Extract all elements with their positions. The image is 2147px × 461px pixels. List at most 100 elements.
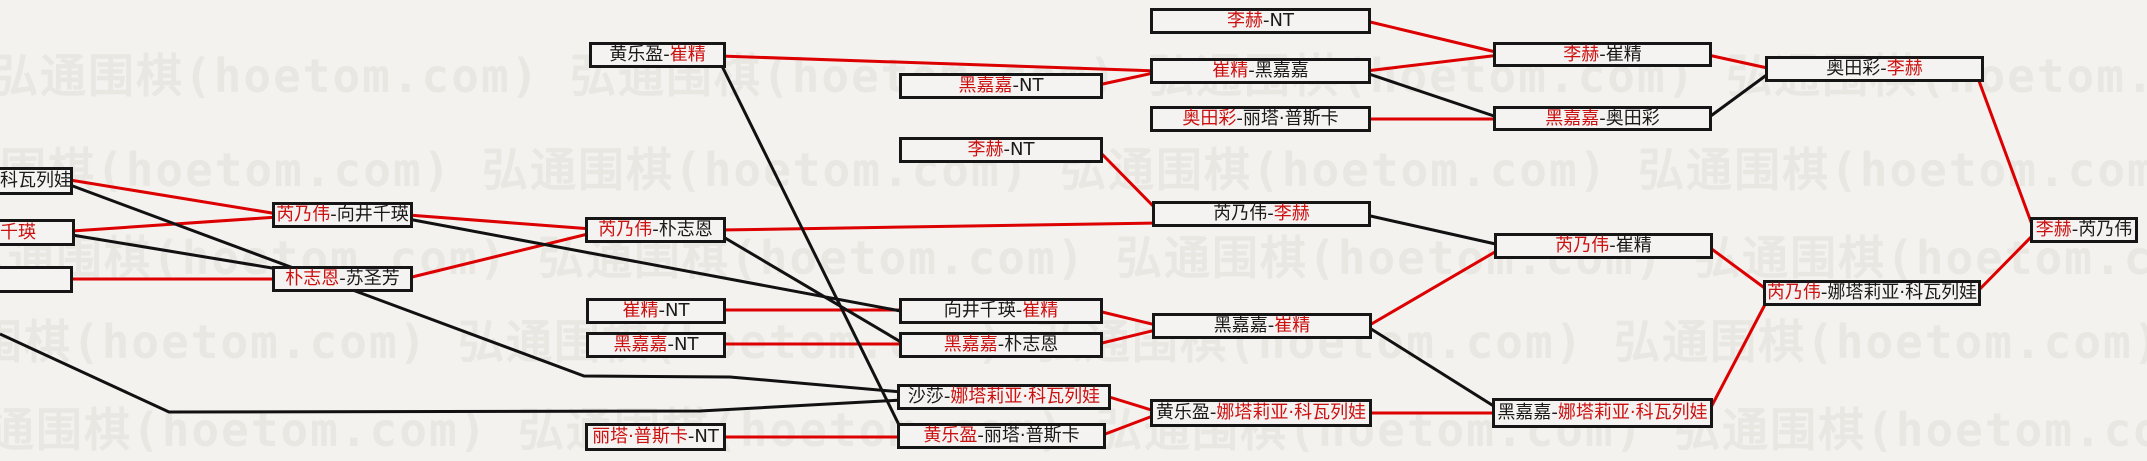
player-name: -NT bbox=[1012, 75, 1044, 96]
winner-path-line bbox=[1097, 309, 1161, 328]
winner-player-name: 李赫 bbox=[967, 139, 1004, 160]
player-name: 科瓦列娃 bbox=[0, 170, 72, 191]
loser-path-line bbox=[71, 233, 279, 271]
winner-player-name: 崔精 bbox=[622, 300, 659, 321]
winner-player-name: 丽塔·普斯卡 bbox=[592, 426, 688, 447]
match-box-cuijing-nt[interactable]: 崔精-NT bbox=[586, 298, 726, 324]
winner-player-name: 芮乃伟 bbox=[598, 219, 653, 240]
winner-player-name: 千瑛 bbox=[0, 221, 36, 243]
match-box-edge-qianying[interactable]: 千瑛 bbox=[0, 219, 75, 246]
match-box-aotiancai-lita[interactable]: 奥田彩-丽塔·普斯卡 bbox=[1150, 106, 1371, 132]
player-name: -苏圣芳 bbox=[339, 268, 400, 289]
match-box-cuijing-heijiajia[interactable]: 崔精-黑嘉嘉 bbox=[1150, 58, 1371, 84]
player-name: -朴志恩 bbox=[997, 334, 1059, 355]
winner-player-name: 黑嘉嘉 bbox=[958, 75, 1013, 96]
match-box-lihe-nt-middle[interactable]: 李赫-NT bbox=[899, 137, 1103, 163]
winner-path-line bbox=[1096, 148, 1162, 215]
player-name: -NT bbox=[1263, 10, 1294, 31]
player-name: -崔精 bbox=[1599, 43, 1642, 65]
winner-player-name: 黑嘉嘉 bbox=[613, 334, 668, 355]
winner-player-name: 娜塔莉亚·科瓦列娃 bbox=[950, 386, 1101, 407]
match-box-piaozhien-sushengfang[interactable]: 朴志恩-苏圣芳 bbox=[272, 266, 413, 292]
winner-path-line bbox=[1365, 19, 1501, 55]
player-name: -奥田彩 bbox=[1599, 107, 1660, 129]
winner-path-line bbox=[1977, 80, 2036, 231]
loser-path-line bbox=[0, 332, 903, 414]
match-box-heijiajia-nt-lower[interactable]: 黑嘉嘉-NT bbox=[586, 332, 726, 358]
winner-path-line bbox=[1365, 53, 1501, 73]
match-box-huangleying-cuijing[interactable]: 黄乐盈-崔精 bbox=[589, 42, 726, 68]
winner-player-name: 崔精 bbox=[1022, 300, 1059, 321]
player-name: -丽塔·普斯卡 bbox=[1236, 108, 1339, 129]
player-name: 黑嘉嘉- bbox=[1213, 315, 1275, 336]
match-box-heijiajia-nt-upper[interactable]: 黑嘉嘉-NT bbox=[899, 73, 1103, 99]
player-name: -向井千瑛 bbox=[330, 204, 409, 225]
winner-path-line bbox=[1097, 327, 1161, 346]
winner-player-name: 娜塔莉亚·科瓦列娃 bbox=[1216, 402, 1367, 423]
player-name: -丽塔·普斯卡 bbox=[977, 425, 1080, 446]
match-box-aotiancai-lihe[interactable]: 奥田彩-李赫 bbox=[1765, 56, 1984, 82]
match-box-heijiajia-cuijing[interactable]: 黑嘉嘉-崔精 bbox=[1152, 313, 1372, 339]
winner-path-line bbox=[1706, 294, 1772, 414]
match-box-ruinaiwei-piaozhien[interactable]: 芮乃伟-朴志恩 bbox=[585, 217, 726, 243]
winner-player-name: 芮乃伟 bbox=[276, 204, 331, 225]
winner-player-name: 娜塔莉亚·科瓦列娃 bbox=[1557, 402, 1708, 423]
match-box-heijiajia-piaozhien[interactable]: 黑嘉嘉-朴志恩 bbox=[899, 332, 1103, 358]
player-name: 黑嘉嘉- bbox=[1497, 402, 1558, 423]
player-name: -NT bbox=[687, 426, 719, 447]
winner-path-line bbox=[1708, 245, 1771, 294]
player-name: -娜塔莉亚·科瓦列娃 bbox=[1820, 282, 1978, 303]
match-box-final-lihe-ruinaiwei[interactable]: 李赫-芮乃伟 bbox=[2030, 217, 2138, 243]
player-name: -朴志恩 bbox=[652, 219, 713, 240]
winner-player-name: 崔精 bbox=[669, 44, 706, 65]
match-box-lihe-cuijing[interactable]: 李赫-崔精 bbox=[1493, 42, 1712, 67]
winner-player-name: 朴志恩 bbox=[285, 268, 340, 289]
player-name: 黄乐盈- bbox=[609, 44, 670, 65]
player-name: 沙莎- bbox=[907, 386, 951, 407]
winner-player-name: 黄乐盈 bbox=[923, 425, 978, 446]
winner-path-line bbox=[1707, 53, 1773, 71]
match-box-ruinaiwei-cuijing[interactable]: 芮乃伟-崔精 bbox=[1494, 233, 1713, 259]
match-box-lihe-nt-top[interactable]: 李赫-NT bbox=[1150, 8, 1371, 34]
match-box-ruinaiwei-lihe[interactable]: 芮乃伟-李赫 bbox=[1152, 201, 1371, 227]
player-name: -NT bbox=[667, 334, 699, 355]
player-name: 芮乃伟- bbox=[1213, 203, 1274, 224]
match-box-xiangjingqianying-cuijing[interactable]: 向井千瑛-崔精 bbox=[899, 298, 1103, 324]
player-name: -崔精 bbox=[1609, 235, 1652, 256]
match-box-edge-empty[interactable] bbox=[0, 266, 73, 293]
match-box-heijiajia-aotiancai[interactable]: 黑嘉嘉-奥田彩 bbox=[1493, 106, 1712, 131]
match-box-heijiajia-natalia[interactable]: 黑嘉嘉-娜塔莉亚·科瓦列娃 bbox=[1492, 398, 1713, 428]
winner-path-line bbox=[1099, 412, 1159, 438]
winner-player-name: 芮乃伟 bbox=[1766, 282, 1821, 303]
winner-player-name: 李赫 bbox=[1227, 10, 1264, 31]
match-box-ruinaiwei-xiangjingqianying[interactable]: 芮乃伟-向井千瑛 bbox=[272, 202, 413, 228]
winner-path-line bbox=[69, 178, 279, 216]
winner-player-name: 奥田彩 bbox=[1182, 108, 1237, 129]
match-box-huangleying-natalia[interactable]: 黄乐盈-娜塔莉亚·科瓦列娃 bbox=[1150, 399, 1372, 427]
loser-path-line bbox=[1365, 71, 1501, 120]
winner-player-name: 黑嘉嘉 bbox=[1545, 107, 1600, 129]
winner-path-line bbox=[1097, 70, 1159, 87]
winner-path-line bbox=[407, 213, 593, 231]
match-box-huangleying-lita[interactable]: 黄乐盈-丽塔·普斯卡 bbox=[897, 423, 1106, 449]
match-box-edge-kewalieva[interactable]: 科瓦列娃 bbox=[0, 167, 73, 195]
match-box-shasha-natalia[interactable]: 沙莎-娜塔莉亚·科瓦列娃 bbox=[897, 384, 1111, 410]
loser-path-line bbox=[1707, 69, 1773, 120]
loser-path-line bbox=[1367, 325, 1501, 412]
winner-player-name: 李赫 bbox=[1273, 203, 1310, 224]
match-box-ruinaiwei-natalia[interactable]: 芮乃伟-娜塔莉亚·科瓦列娃 bbox=[1763, 280, 1981, 306]
loser-path-line bbox=[1365, 213, 1501, 247]
winner-player-name: 李赫 bbox=[2035, 219, 2072, 240]
player-name: 向井千瑛- bbox=[943, 300, 1023, 321]
winner-path-line bbox=[1105, 394, 1159, 414]
player-name: -芮乃伟 bbox=[2071, 219, 2133, 240]
winner-path-line bbox=[719, 54, 1159, 73]
match-box-lita-pusika-nt[interactable]: 丽塔·普斯卡-NT bbox=[585, 423, 726, 451]
player-name: 黄乐盈- bbox=[1155, 402, 1217, 423]
winner-player-name: 崔精 bbox=[1274, 315, 1311, 336]
loser-path-line bbox=[718, 61, 904, 432]
winner-path-line bbox=[1367, 247, 1501, 328]
winner-player-name: 崔精 bbox=[1212, 60, 1249, 81]
